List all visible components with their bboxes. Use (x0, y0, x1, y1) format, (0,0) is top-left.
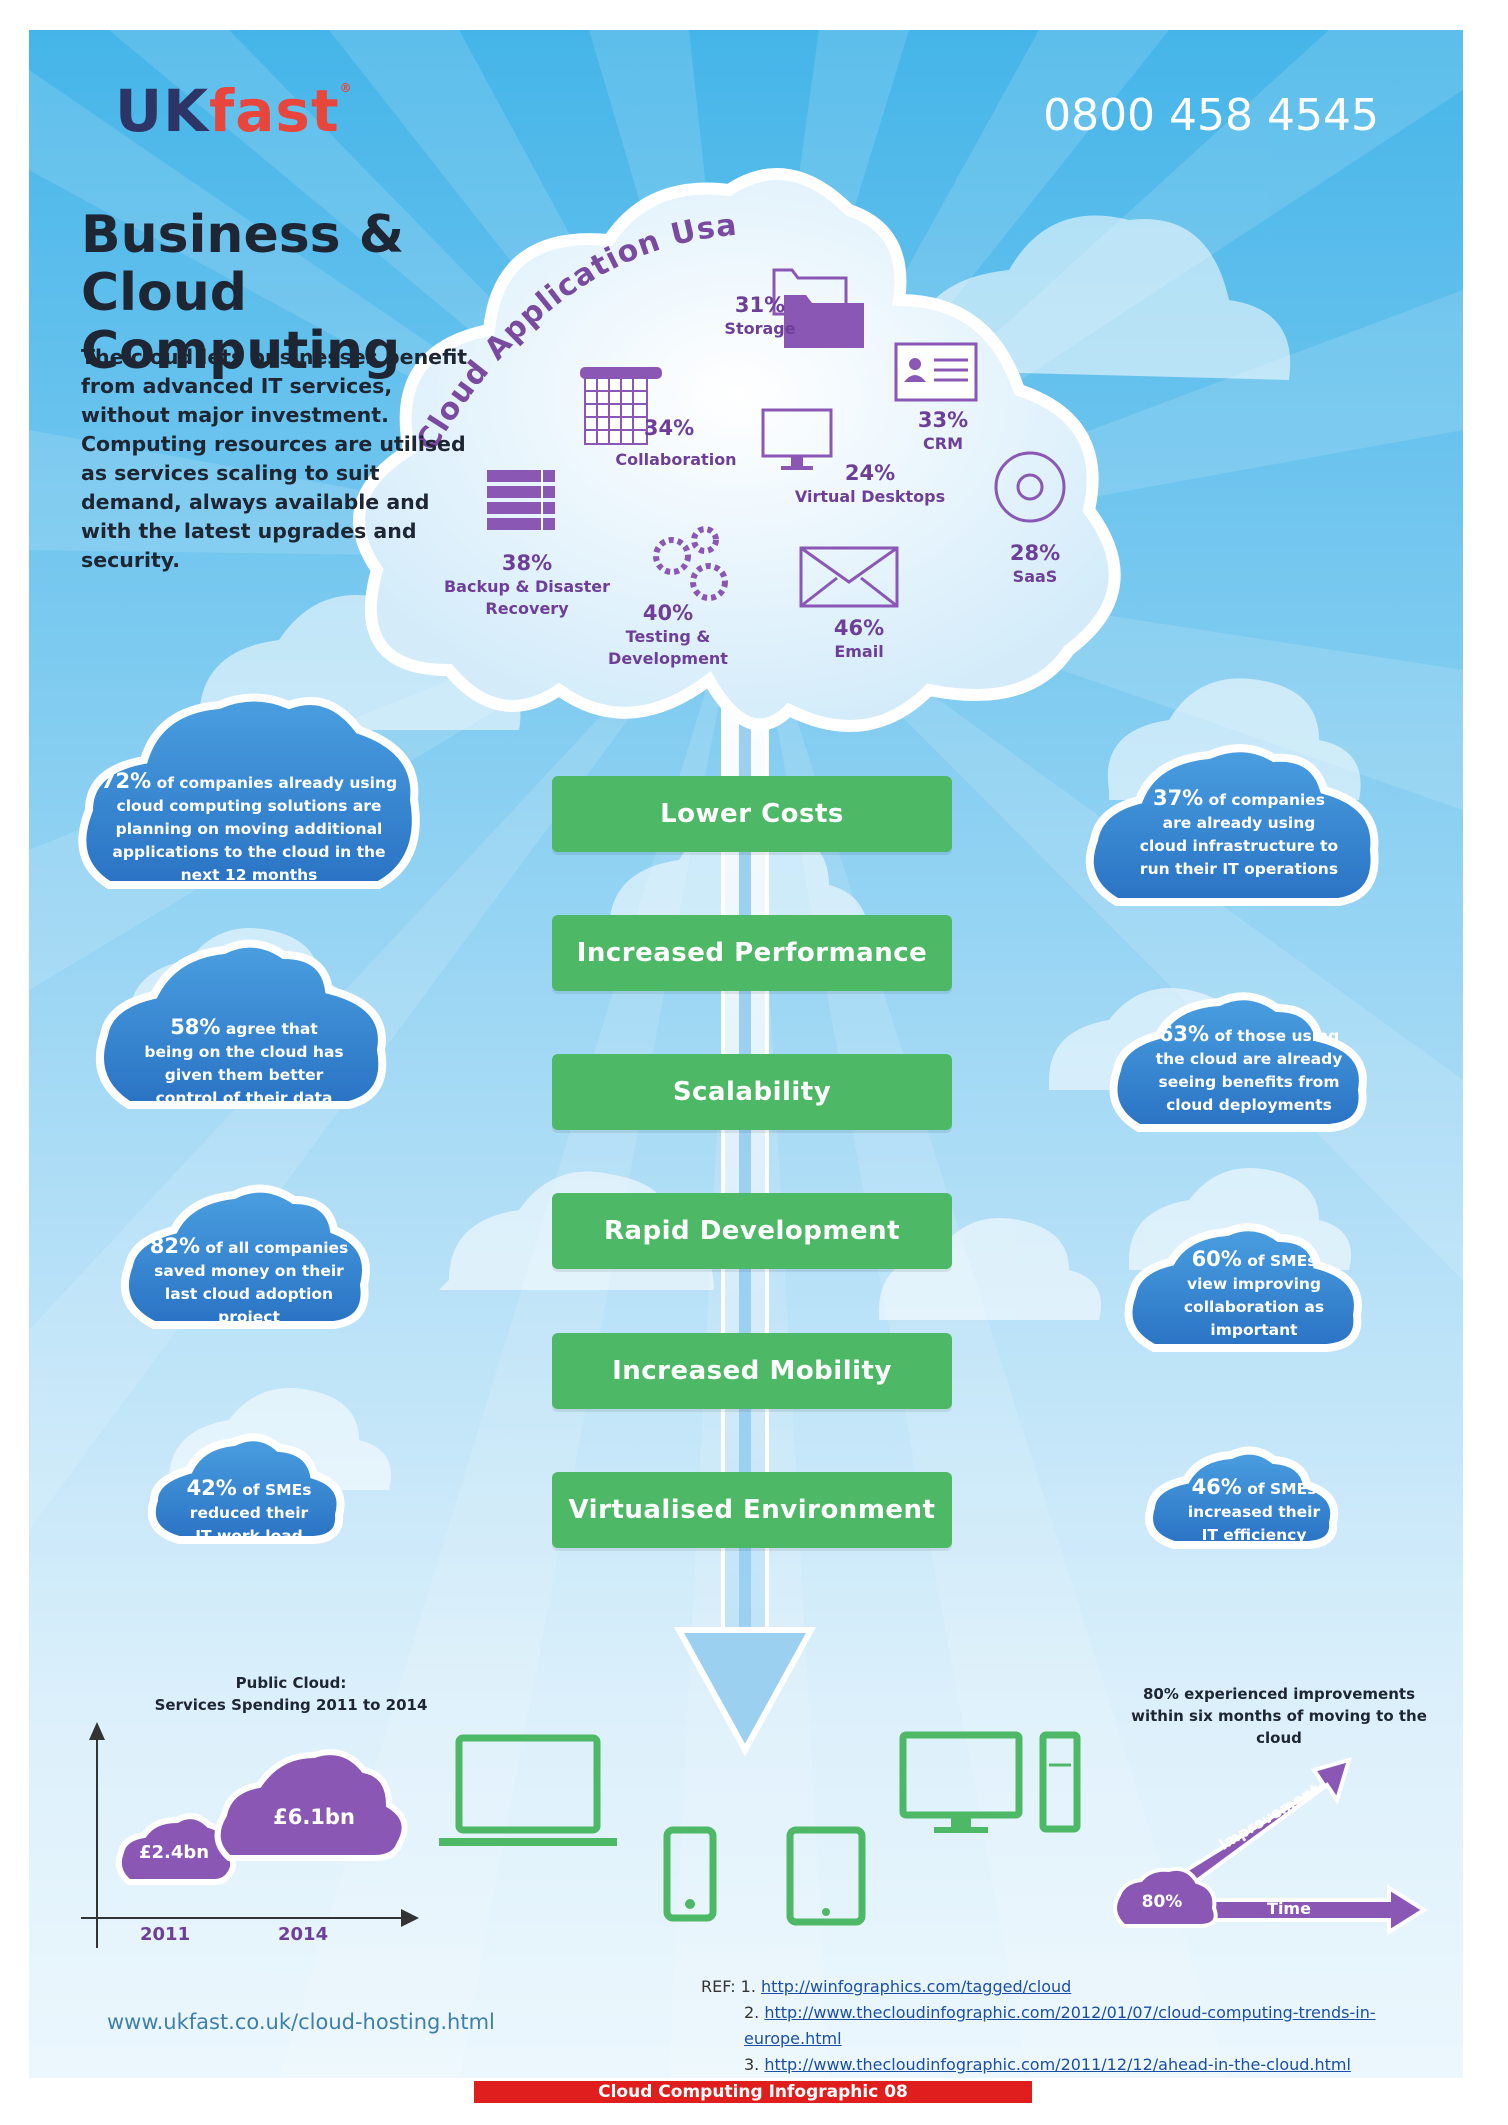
spending-value-2014: £6.1bn (273, 1805, 355, 1829)
spending-year-2011: 2011 (140, 1924, 191, 1945)
stat-right-63: 63% of those using the cloud are already… (1155, 1022, 1343, 1115)
spending-axes (81, 1722, 419, 1948)
envelope-icon (799, 546, 899, 608)
stat-left-58: 58% agree that being on the cloud has gi… (144, 1015, 344, 1108)
benefit-rapid-development: Rapid Development (552, 1193, 952, 1269)
spending-value-2011: £2.4bn (138, 1842, 210, 1863)
benefit-increased-performance: Increased Performance (552, 915, 952, 991)
usage-cloud-shape (353, 168, 1121, 732)
ref-row-2: 2. http://www.thecloudinfographic.com/20… (744, 2003, 1376, 2048)
benefit-increased-mobility: Increased Mobility (552, 1333, 952, 1409)
spending-year-2014: 2014 (278, 1924, 329, 1945)
spreadsheet-icon (580, 367, 662, 445)
stat-right-60: 60% of SMEs view improving collaboration… (1183, 1247, 1325, 1340)
gears-icon (653, 526, 728, 601)
usage-item-collaboration: Collaboration (615, 450, 737, 469)
device-icons (439, 1731, 1081, 1926)
usage-item-storage: 31% Storage (724, 293, 796, 338)
ref-link-3[interactable]: http://www.thecloudinfographic.com/2011/… (764, 2055, 1351, 2074)
stat-left-82: 82% of all companies saved money on thei… (149, 1234, 349, 1327)
ref-link-2[interactable]: http://www.thecloudinfographic.com/2012/… (744, 2003, 1376, 2048)
ref-row-1: REF: 1. http://winfographics.com/tagged/… (701, 1977, 1072, 1996)
benefit-lower-costs: Lower Costs (552, 776, 952, 852)
phone-number: 0800 458 4545 (1043, 90, 1379, 141)
usage-item-crm: 33% CRM (917, 408, 969, 453)
stat-clouds-right (1085, 744, 1379, 1549)
infographic-poster: Cloud Application Usage (29, 30, 1463, 2078)
usage-item-testing: 40% Testing & Development (608, 601, 728, 668)
stat-right-37: 37% of companies are already using cloud… (1139, 786, 1339, 879)
benefit-scalability: Scalability (552, 1054, 952, 1130)
usage-item-saas: 28% SaaS (1009, 541, 1061, 586)
stat-left-72: 72% of companies already using cloud com… (100, 769, 398, 885)
stat-clouds-left (78, 693, 420, 1544)
benefit-virtualised-environment: Virtualised Environment (552, 1472, 952, 1548)
page-title: Business & Cloud Computing (81, 205, 405, 381)
server-stack-icon (487, 470, 555, 530)
references: REF: 1. http://winfographics.com/tagged/… (701, 1974, 1441, 2078)
disc-icon (994, 451, 1066, 523)
ref-row-3: 3. http://www.thecloudinfographic.com/20… (744, 2055, 1351, 2074)
intro-text: The cloud lets businesses benefit from a… (81, 345, 468, 572)
monitor-icon (761, 408, 833, 470)
folder-icon (772, 268, 864, 348)
ref-link-1[interactable]: http://winfographics.com/tagged/cloud (761, 1977, 1072, 1996)
stat-left-42: 42% of SMEs reduced their IT work load (186, 1476, 312, 1546)
improvement-badge: 80% (1141, 1892, 1183, 1912)
ukfast-logo: UKfast® (115, 77, 353, 145)
spending-clouds (115, 1749, 408, 1885)
usage-item-virtual-desktops: 24% Virtual Desktops (794, 461, 946, 506)
improvement-title: 80% experienced improvements within six … (1131, 1685, 1427, 1747)
usage-item-backup: 38% Backup & Disaster Recovery (443, 551, 611, 618)
footer-banner: Cloud Computing Infographic 08 www.Infog… (474, 2081, 1032, 2124)
website-url: www.ukfast.co.uk/cloud-hosting.html (107, 2010, 495, 2034)
usage-item-email: 46% Email (833, 616, 885, 661)
usage-item-collaboration-pct: 34% (643, 416, 695, 440)
contact-card-icon (894, 342, 978, 402)
usage-icons (487, 268, 1066, 608)
improvement-arrows (1113, 1757, 1428, 1936)
spending-title: Public Cloud: Services Spending 2011 to … (154, 1674, 428, 1714)
time-arrow-label: Time (1267, 1899, 1311, 1918)
stat-right-46: 46% of SMEs increased their IT efficienc… (1187, 1475, 1321, 1545)
